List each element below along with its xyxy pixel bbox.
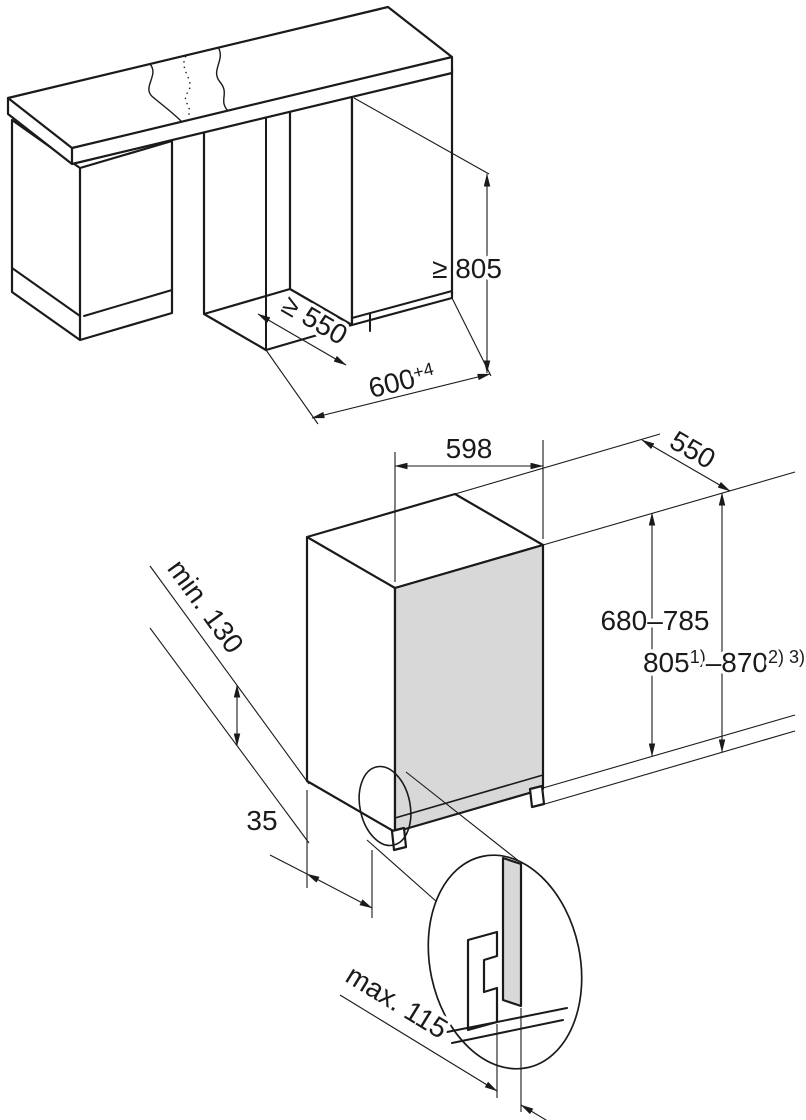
appliance-door-panel (393, 543, 545, 834)
overall-height-label: 8051)–8702) 3) (643, 647, 805, 678)
appliance-width-label: 598 (446, 433, 493, 464)
recess-dimension-right (520, 1104, 548, 1120)
recess-dimension-left (339, 994, 498, 1092)
structure-edges (11, 117, 453, 351)
counter-break-dots (183, 55, 191, 117)
front-offset-label: 35 (246, 805, 277, 836)
detail-floor-lines (446, 1007, 568, 1044)
detail-source-circle (358, 765, 412, 847)
niche-width-label: 600+4 (365, 358, 438, 404)
detail-door-edge (501, 856, 523, 1008)
countertop (6, 5, 454, 166)
appliance-height-label: 680–785 (600, 605, 709, 636)
front-offset-dimension (306, 873, 373, 909)
niche-depth-dimension (257, 313, 347, 366)
door-bottom-seam (394, 774, 544, 819)
counter-break-line (148, 46, 229, 123)
niche-height-label: ≥ 805 (432, 253, 502, 284)
appliance-view: 598 550 680–785 8051)–8702) 3) min. 130 … (149, 421, 806, 1120)
appliance-depth-dimension (641, 439, 731, 492)
niche-view: ≥ 550 ≥ 805 600+4 (6, 5, 505, 425)
appliance-depth-label: 550 (665, 425, 721, 475)
niche-width-dimension (311, 373, 491, 419)
detail-callout (358, 765, 583, 1112)
detail-plinth-foot (466, 930, 499, 1032)
